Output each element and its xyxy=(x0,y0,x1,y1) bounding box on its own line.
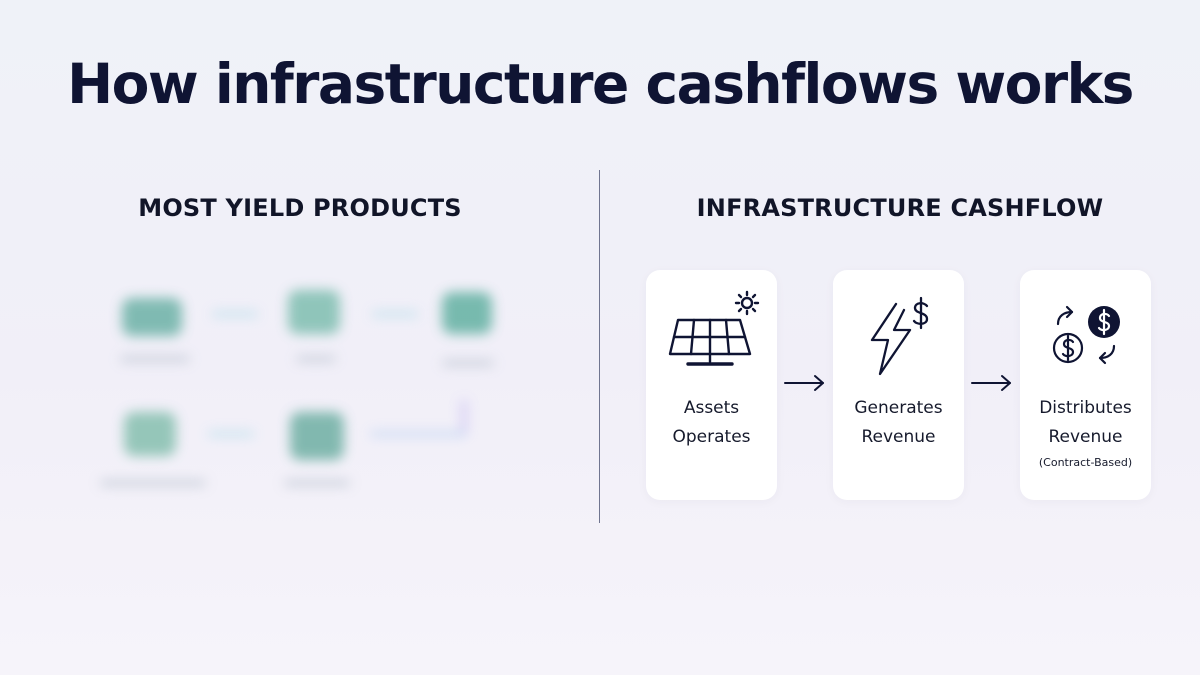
blurred-arrow-4 xyxy=(208,432,254,436)
blurred-arrow-5 xyxy=(370,432,466,436)
money-exchange-icon xyxy=(1052,305,1120,365)
blurred-label-3 xyxy=(442,360,494,366)
blurred-arrow-2 xyxy=(372,312,418,316)
step-1-line-1: Assets xyxy=(683,398,740,418)
blurred-icon-3 xyxy=(442,292,492,334)
step-card-assets-operates: Assets Operates xyxy=(646,270,777,500)
blurred-arrow-1 xyxy=(212,312,258,316)
blurred-label-1 xyxy=(120,356,190,362)
contract-based-note: (Contract-Based) xyxy=(1038,456,1133,469)
arrow-right-icon xyxy=(971,375,1011,391)
arrow-right-icon xyxy=(784,375,824,391)
blurred-label-4 xyxy=(100,480,206,486)
step-2-line-1: Generates xyxy=(854,398,943,418)
blurred-icon-1 xyxy=(122,298,182,336)
blurred-label-5 xyxy=(284,480,350,486)
step-2-line-2: Revenue xyxy=(861,427,936,447)
step-1-line-2: Operates xyxy=(672,427,751,447)
step-card-distributes-revenue: Distributes Revenue (Contract-Based) xyxy=(1020,270,1151,500)
blurred-icon-4 xyxy=(124,412,176,456)
lightning-dollar-icon xyxy=(870,296,929,376)
column-divider xyxy=(599,170,600,523)
step-card-generates-revenue: Generates Revenue xyxy=(833,270,964,500)
step-3-line-2: Revenue xyxy=(1048,427,1123,447)
blurred-icon-5 xyxy=(290,412,344,460)
blurred-label-2 xyxy=(296,356,336,362)
page-title: How infrastructure cashflows works xyxy=(67,52,1134,116)
blurred-icon-2 xyxy=(288,290,340,334)
step-label-assets-operates: Assets Operates xyxy=(646,394,777,452)
step-3-line-1: Distributes xyxy=(1039,398,1132,418)
solar-panel-icon xyxy=(668,290,760,366)
infrastructure-cashflow-heading: INFRASTRUCTURE CASHFLOW xyxy=(696,194,1104,222)
blurred-connector xyxy=(462,400,466,436)
step-label-generates-revenue: Generates Revenue xyxy=(833,394,964,452)
most-yield-products-heading: MOST YIELD PRODUCTS xyxy=(138,194,462,222)
step-label-distributes-revenue: Distributes Revenue xyxy=(1020,394,1151,452)
blurred-yield-flow-diagram xyxy=(80,270,540,520)
